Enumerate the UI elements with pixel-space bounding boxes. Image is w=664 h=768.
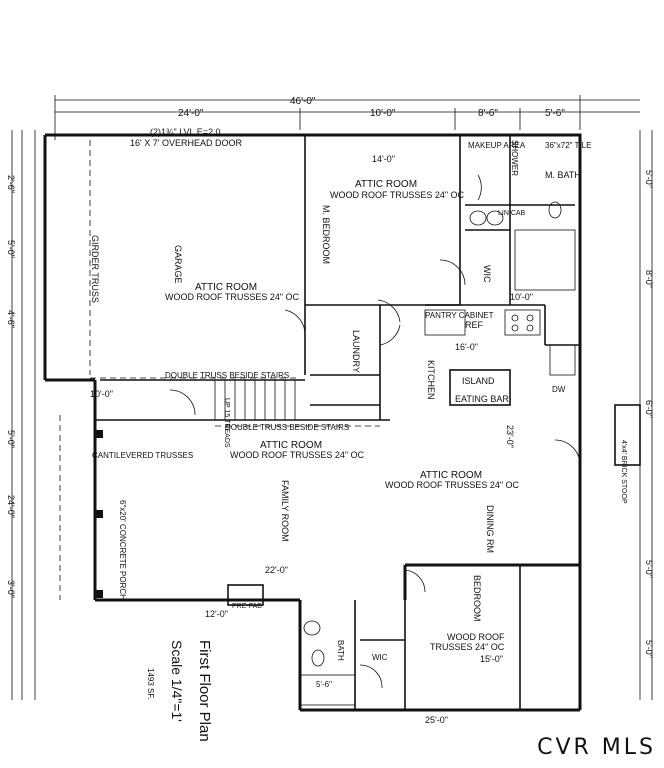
stoop-label: 4'x4' BRICK STOOP: [620, 440, 627, 504]
right-dimensions: 5'-0" 8'-0" 6'-0" 5'-0" 5'-0": [639, 130, 654, 700]
treads-label: UP 15 TREADS: [223, 398, 230, 448]
attic-family-1: ATTIC ROOM: [260, 440, 322, 451]
pantry-label: PANTRY CABINET: [425, 311, 494, 320]
garage-label: GARAGE: [173, 245, 183, 284]
ref-label: REF: [465, 320, 484, 330]
dim-10: 10'-0": [510, 292, 533, 302]
svg-text:5'-0": 5'-0": [644, 560, 654, 578]
svg-text:3'-0": 3'-0": [6, 580, 16, 598]
cantilever-label: CANTILEVERED TRUSSES: [92, 451, 193, 460]
bath-label: BATH: [336, 640, 345, 661]
dim-top-total: 46'-0": [290, 96, 316, 107]
bath-fixtures: [299, 201, 576, 706]
svg-text:4'-6": 4'-6": [6, 310, 16, 328]
plan-scale: Scale 1/4"=1': [169, 640, 185, 722]
girder-label: GIRDER TRUSS: [90, 235, 100, 303]
dim-top-r2: 5'-6": [545, 108, 565, 119]
mls-logo: CVR MLS: [537, 735, 656, 760]
plan-area: 1493 SF.: [146, 668, 155, 700]
svg-text:2'-6": 2'-6": [6, 175, 16, 193]
attic-mbed-2: WOOD ROOF TRUSSES 24" OC: [330, 190, 465, 200]
prefab-label: PRE-FAB: [232, 603, 262, 610]
bedroom-roof-1: WOOD ROOF: [447, 632, 505, 642]
mbedroom-label: M. BEDROOM: [321, 205, 331, 264]
exterior-walls: [43, 133, 582, 712]
dining-label: DINING RM: [485, 505, 495, 553]
shower-label: SHOWER: [510, 140, 519, 176]
dim-top-mid: 10'-0": [370, 108, 396, 119]
wic-label: WIC: [482, 265, 492, 283]
svg-text:6'-0": 6'-0": [644, 400, 654, 418]
porch-posts: [95, 430, 103, 598]
bedroom-roof-2: TRUSSES 24" OC: [430, 642, 505, 652]
family-label: FAMILY ROOM: [280, 480, 290, 542]
dim-15: 15'-0": [480, 654, 503, 664]
tile-label: 36"x72" TILE: [545, 141, 591, 150]
makeup-label: MAKEUP AREA: [468, 141, 526, 150]
top-dimensions: 46'-0" 24'-0" 10'-0" 8'-6" 5'-6": [54, 95, 640, 140]
title-block: First Floor Plan Scale 1/4"=1' 1493 SF.: [146, 640, 213, 742]
dim-22: 22'-0": [265, 565, 288, 575]
dim-top-left: 24'-0": [178, 108, 204, 119]
laundry-label: LAUNDRY: [351, 330, 361, 373]
door-swings: [169, 174, 581, 689]
mbath-label: M. BATH: [545, 170, 581, 180]
kitchen-label: KITCHEN: [426, 360, 436, 400]
lincab-label: LIN CAB: [498, 210, 526, 217]
attic-garage-2: WOOD ROOF TRUSSES 24" OC: [165, 292, 300, 302]
dim-16: 16'-0": [455, 342, 478, 352]
attic-dining-2: WOOD ROOF TRUSSES 24" OC: [385, 480, 520, 490]
dim-25: 25'-0": [425, 715, 448, 725]
left-dimensions: 2'-6" 5'-0" 4'-6" 5'-0" 24'-0" 3'-0": [6, 130, 36, 700]
brick-stoop: [614, 404, 641, 466]
truss-lines: [59, 140, 380, 600]
dw-label: DW: [552, 385, 566, 394]
svg-text:8'-0": 8'-0": [644, 270, 654, 288]
lvl-label: (2)1¾" LVL E=2.0: [150, 127, 221, 137]
attic-garage-1: ATTIC ROOM: [195, 282, 257, 293]
bedroom-label: BEDROOM: [472, 575, 482, 622]
svg-text:5'-0": 5'-0": [6, 240, 16, 258]
dim-top-r1: 8'-6": [478, 108, 498, 119]
room-labels: (2)1¾" LVL E=2.0 16' X 7' OVERHEAD DOOR …: [90, 127, 627, 662]
kitchen-counters: [424, 309, 576, 406]
double-truss-2: DOUBLE TRUSS BESIDE STAIRS: [225, 423, 349, 432]
prefab-box: [227, 584, 264, 606]
plan-title: First Floor Plan: [196, 640, 213, 742]
attic-mbed-1: ATTIC ROOM: [355, 179, 417, 190]
island-label: ISLAND: [462, 376, 495, 386]
dim-12: 12'-0": [205, 609, 228, 619]
porch-label: 6"x20' CONCRETE PORCH: [118, 500, 127, 600]
stairs: [214, 379, 296, 421]
attic-dining-1: ATTIC ROOM: [420, 470, 482, 481]
svg-text:5'-0": 5'-0": [6, 430, 16, 448]
svg-text:5'-0": 5'-0": [644, 170, 654, 188]
double-truss-1: DOUBLE TRUSS BESIDE STAIRS: [165, 371, 289, 380]
door-label: 16' X 7' OVERHEAD DOOR: [130, 138, 242, 148]
dim-56: 5'-6": [316, 680, 332, 689]
wic2-label: WIC: [372, 653, 388, 662]
eating-bar-label: EATING BAR: [455, 394, 509, 404]
dim-23: 23'-0": [505, 425, 515, 448]
interior-dimensions: 14'-0" 16'-0" 10'-0" 10'-0" 22'-0" 12'-0…: [90, 154, 533, 725]
svg-text:5'-0": 5'-0": [644, 640, 654, 658]
svg-text:24'-0": 24'-0": [6, 495, 16, 518]
dim-14: 14'-0": [372, 154, 395, 164]
dim-10b: 10'-0": [90, 389, 113, 399]
attic-family-2: WOOD ROOF TRUSSES 24" OC: [230, 450, 365, 460]
